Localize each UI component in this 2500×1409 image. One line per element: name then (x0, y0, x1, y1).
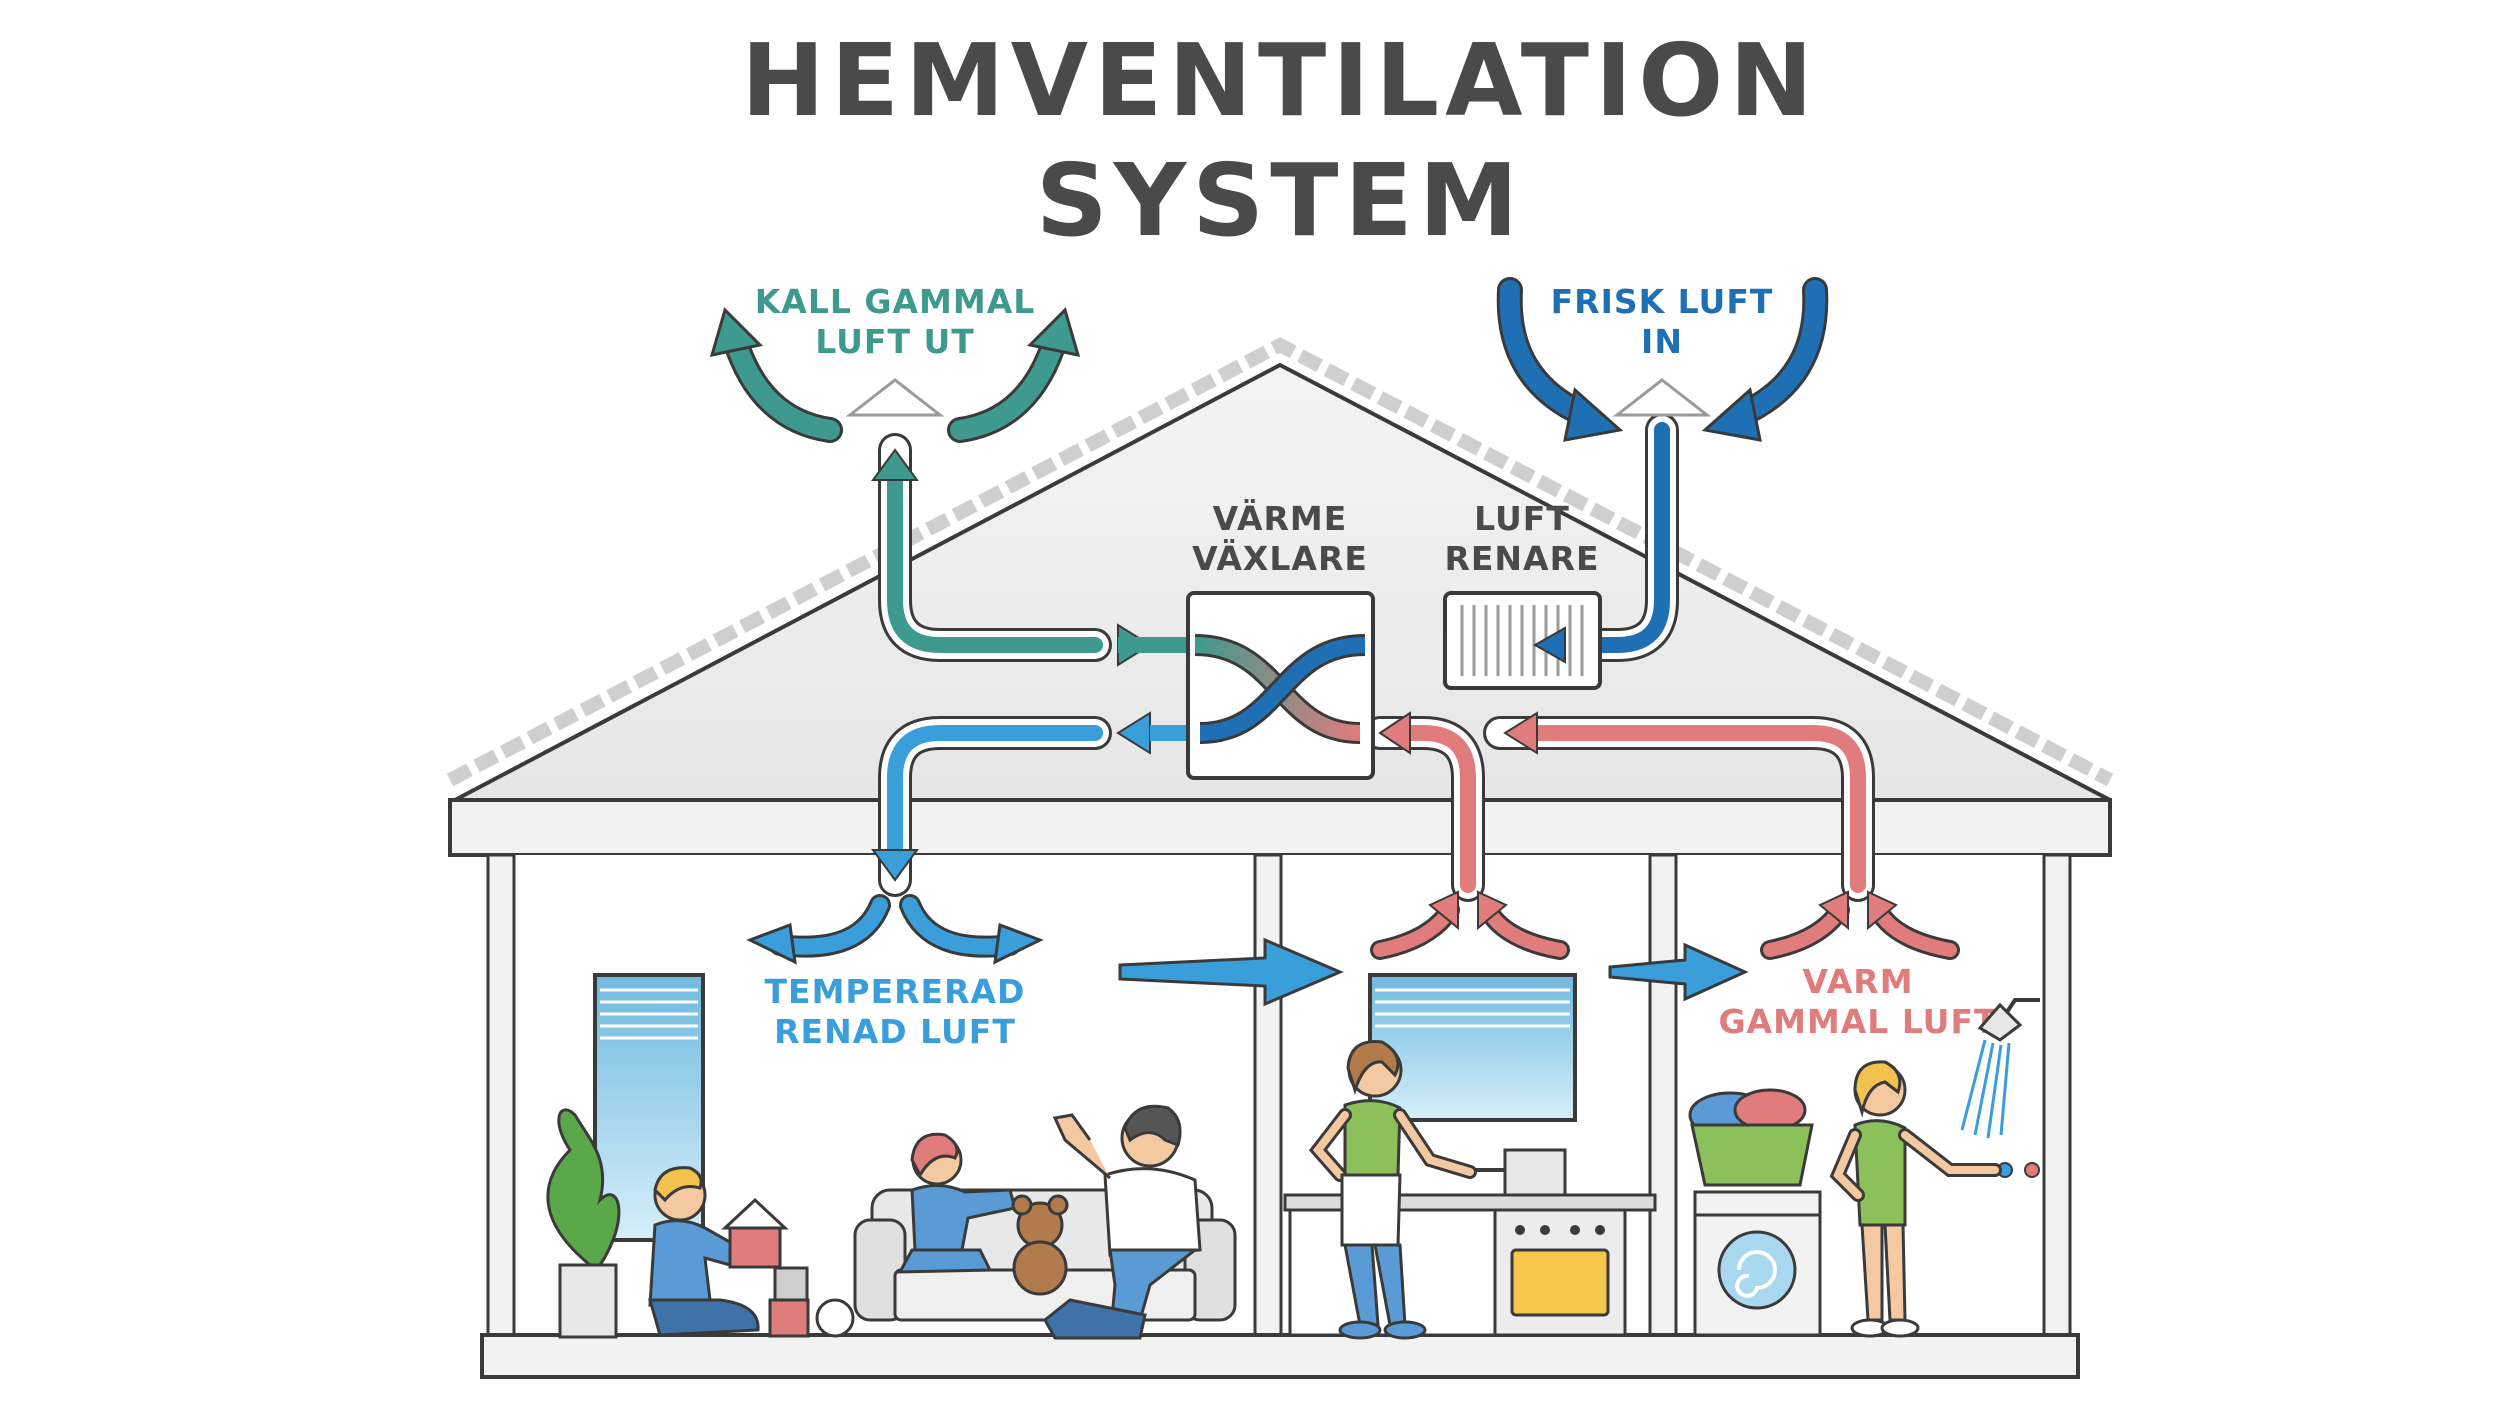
label-supply-air-line-2: RENAD LUFT (774, 1012, 1016, 1051)
roof (446, 337, 2114, 857)
label-exhaust-out-line-1: KALL GAMMAL (755, 282, 1036, 321)
label-fresh-in-line-2: IN (1641, 322, 1683, 361)
supply-diffuser-arrows (746, 894, 1044, 965)
exhaust-vent-cap (845, 378, 945, 417)
fresh-in-arrows (1496, 277, 1829, 442)
label-heat-exchanger-line-1: VÄRME (1213, 498, 1348, 538)
air-purifier (1443, 591, 1602, 690)
exhaust-out-arrows (709, 307, 1081, 443)
cooking-pot (1460, 1148, 1567, 1197)
label-air-purifier-line-2: RENARE (1444, 539, 1599, 578)
kitchen-intake-arrows (1370, 890, 1570, 960)
label-exhaust-out: KALL GAMMAL LUFT UT (755, 282, 1036, 361)
label-warm-stale-air: VARM GAMMAL LUFT (1718, 962, 1997, 1041)
woman-bathroom (1829, 1060, 2002, 1338)
shower-head-icon (1960, 998, 2040, 1139)
washing-machine (1693, 1190, 1822, 1337)
label-supply-air-line-1: TEMPERERAD (765, 972, 1026, 1011)
label-warm-stale-air-line-2: GAMMAL LUFT (1718, 1002, 1997, 1041)
teddy-bear (1011, 1194, 1069, 1296)
label-warm-stale-air-line-1: VARM (1802, 962, 1913, 1001)
label-air-purifier: LUFT RENARE (1444, 499, 1599, 578)
label-supply-air: TEMPERERAD RENAD LUFT (765, 972, 1026, 1051)
child-playing (648, 1166, 789, 1337)
label-fresh-in: FRISK LUFT IN (1551, 282, 1774, 361)
woman-cooking (1308, 1040, 1477, 1340)
bathroom-return-duct (1483, 711, 1875, 902)
exhaust-duct (871, 433, 1188, 667)
title-line-2: SYSTEM (1036, 142, 1525, 259)
label-heat-exchanger: VÄRME VÄXLARE (1192, 498, 1368, 578)
supply-duct (871, 711, 1190, 897)
man-on-sofa (1043, 1104, 1202, 1340)
title-line-1: HEMVENTILATION (741, 22, 1819, 139)
potted-plant (546, 1108, 621, 1339)
room-flow-arrows (1118, 937, 1749, 1007)
kitchen-return-duct (1363, 711, 1485, 902)
heat-exchanger (1186, 591, 1375, 780)
label-exhaust-out-line-2: LUFT UT (815, 322, 975, 361)
kitchen-window (1368, 973, 1577, 1122)
intake-vent-cap (1612, 378, 1712, 417)
laundry-basket (1688, 1088, 1814, 1187)
label-heat-exchanger-line-2: VÄXLARE (1192, 538, 1368, 578)
stove (1493, 1208, 1627, 1337)
girl-on-sofa (897, 1132, 1017, 1274)
label-air-purifier-line-1: LUFT (1474, 499, 1570, 538)
label-fresh-in-line-1: FRISK LUFT (1551, 282, 1774, 321)
bathroom-intake-arrows (1760, 890, 1960, 960)
toy-blocks (768, 1266, 855, 1338)
